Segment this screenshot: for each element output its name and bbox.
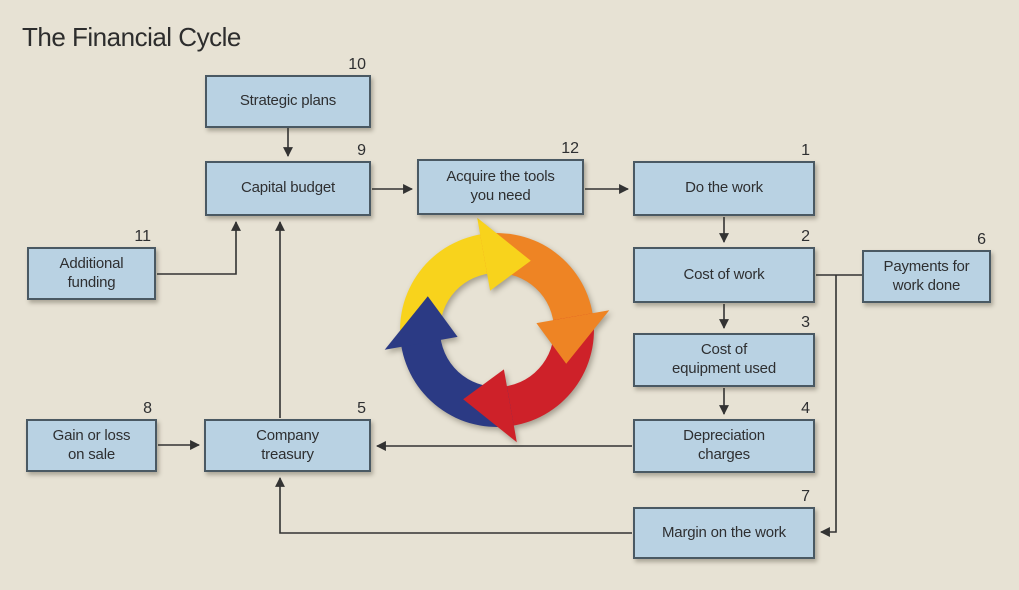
node-label: Payments for work done <box>862 250 991 303</box>
node-gain-or-loss-on-sale: 8 Gain or loss on sale <box>26 400 157 472</box>
node-label: Depreciation charges <box>633 419 815 473</box>
node-payments-for-work-done: 6 Payments for work done <box>862 231 991 303</box>
node-company-treasury: 5 Company treasury <box>204 400 371 472</box>
node-label: Cost of work <box>633 247 815 303</box>
node-do-the-work: 1 Do the work <box>633 142 815 216</box>
cycle-head-orange <box>536 310 610 364</box>
node-acquire-tools: 12 Acquire the tools you need <box>417 140 584 215</box>
node-number: 9 <box>357 142 366 159</box>
edge-funding-to-capital <box>157 221 241 275</box>
node-label: Capital budget <box>205 161 371 216</box>
node-additional-funding: 11 Additional funding <box>27 228 156 300</box>
node-label: Strategic plans <box>205 75 371 128</box>
node-number: 4 <box>801 400 810 417</box>
node-margin-on-the-work: 7 Margin on the work <box>633 488 815 559</box>
node-number: 5 <box>357 400 366 417</box>
cycle-head-blue <box>384 296 458 350</box>
node-label: Additional funding <box>27 247 156 300</box>
node-capital-budget: 9 Capital budget <box>205 142 371 216</box>
cycle-head-red <box>463 369 517 443</box>
node-number: 7 <box>801 488 810 505</box>
node-number: 1 <box>801 142 810 159</box>
node-label: Acquire the tools you need <box>417 159 584 215</box>
node-number: 6 <box>977 231 986 248</box>
edge-margin-to-treasury <box>275 477 632 534</box>
node-cost-of-work: 2 Cost of work <box>633 228 815 303</box>
node-number: 10 <box>348 56 366 73</box>
node-label: Do the work <box>633 161 815 216</box>
page-title: The Financial Cycle <box>22 22 241 52</box>
node-number: 11 <box>134 228 151 245</box>
node-number: 8 <box>143 400 152 417</box>
node-number: 3 <box>801 314 810 331</box>
node-strategic-plans: 10 Strategic plans <box>205 56 371 128</box>
node-label: Company treasury <box>204 419 371 472</box>
node-number: 12 <box>561 140 579 157</box>
node-label: Gain or loss on sale <box>26 419 157 472</box>
node-label: Margin on the work <box>633 507 815 559</box>
node-cost-of-equipment-used: 3 Cost of equipment used <box>633 314 815 387</box>
node-depreciation-charges: 4 Depreciation charges <box>633 400 815 473</box>
node-number: 2 <box>801 228 810 245</box>
cycle-head-yellow <box>477 217 531 291</box>
edge-payments-to-margin <box>820 275 837 537</box>
node-label: Cost of equipment used <box>633 333 815 387</box>
